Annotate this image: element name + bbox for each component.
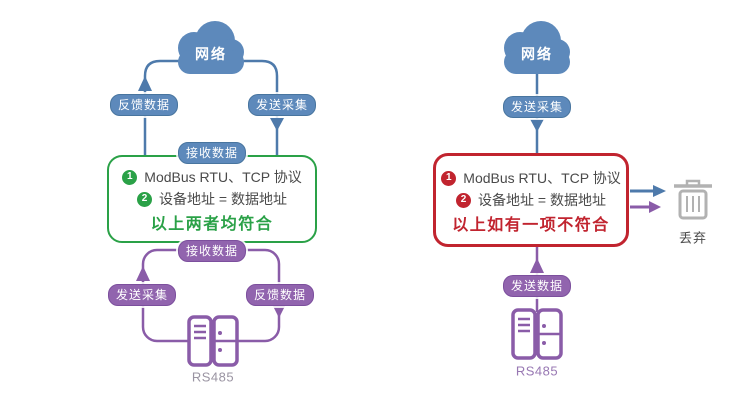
- arrow-up-icon: [530, 258, 544, 273]
- mismatch-conclusion: 以上如有一项不符合: [452, 217, 610, 234]
- cloud-label: 网络: [521, 46, 553, 62]
- number-1-badge: 1: [122, 169, 138, 185]
- trash-icon: [674, 179, 712, 220]
- match-conclusion: 以上两者均符合: [150, 216, 274, 233]
- rule-item-2-text: 设备地址 = 数据地址: [159, 191, 287, 207]
- pill-feedback-data: 反馈数据: [109, 94, 179, 116]
- mismatch-rule-box: 1 ModBus RTU、TCP 协议 2 设备地址 = 数据地址 以上如有一项…: [433, 153, 629, 247]
- device-label-rs485: RS485: [191, 369, 235, 385]
- number-1-badge: 1: [441, 170, 457, 186]
- rule-item-1-text: ModBus RTU、TCP 协议: [463, 170, 621, 186]
- server-icon: [187, 315, 239, 367]
- discard-arrow-blue: [630, 185, 666, 197]
- device-label-rs485: RS485: [515, 363, 559, 379]
- rule-item-2-text: 设备地址 = 数据地址: [478, 192, 606, 208]
- rule-item-2: 2 设备地址 = 数据地址: [137, 188, 287, 210]
- cloud-icon: [504, 21, 570, 74]
- arrow-up-icon: [138, 76, 152, 91]
- pill-send-collect: 发送采集: [247, 94, 317, 116]
- number-2-badge: 2: [456, 192, 472, 208]
- pill-send-collect: 发送采集: [502, 96, 572, 118]
- server-icon: [511, 308, 563, 360]
- rule-item-1: 1 ModBus RTU、TCP 协议: [441, 167, 621, 189]
- rule-item-1: 1 ModBus RTU、TCP 协议: [122, 166, 302, 188]
- arrow-up-icon: [136, 266, 150, 281]
- pill-receive-data: 接收数据: [177, 240, 247, 262]
- match-rule-box: 1 ModBus RTU、TCP 协议 2 设备地址 = 数据地址 以上两者均符…: [107, 155, 317, 243]
- arrow-down-icon: [530, 119, 544, 132]
- pill-feedback-data: 反馈数据: [245, 284, 315, 306]
- discard-label: 丢弃: [678, 230, 708, 246]
- cloud-label: 网络: [195, 46, 227, 62]
- rule-item-2: 2 设备地址 = 数据地址: [456, 189, 606, 211]
- arrow-down-icon: [270, 118, 284, 131]
- arrow-down-icon: [272, 304, 286, 318]
- pill-send-collect: 发送采集: [107, 284, 177, 306]
- pill-send-data: 发送数据: [502, 275, 572, 297]
- pill-receive-data: 接收数据: [177, 142, 247, 164]
- rule-item-1-text: ModBus RTU、TCP 协议: [144, 169, 302, 185]
- number-2-badge: 2: [137, 191, 153, 207]
- discard-arrow-purple: [630, 201, 661, 213]
- cloud-icon: [178, 21, 244, 74]
